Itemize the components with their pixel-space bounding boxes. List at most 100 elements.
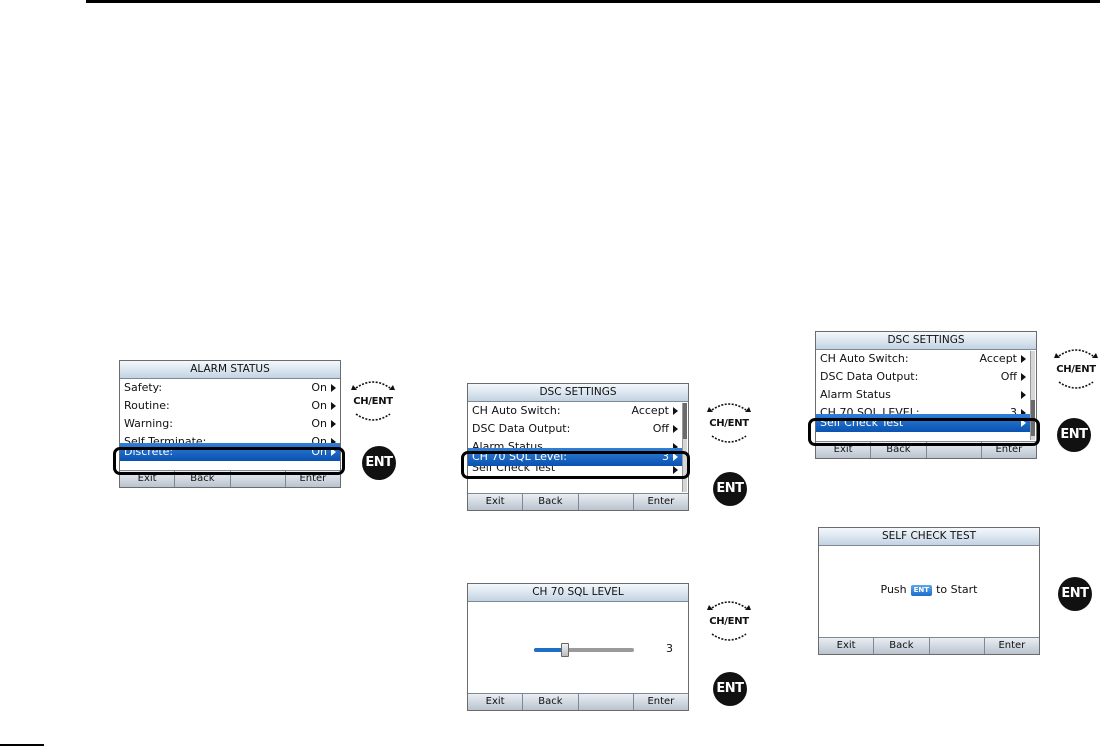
softkey-exit[interactable]: Exit: [836, 640, 856, 651]
menu-row-self-terminate[interactable]: Self Terminate: On: [120, 433, 340, 443]
softkey-enter[interactable]: Enter: [632, 694, 688, 710]
softkey-enter[interactable]: Enter: [632, 494, 688, 510]
dsc-settings-title: DSC SETTINGS: [816, 332, 1036, 350]
softkey-blank[interactable]: [925, 442, 981, 458]
row-value: On: [311, 399, 327, 412]
message-to-start: to Start: [936, 583, 978, 596]
menu-row-routine[interactable]: Routine: On: [120, 397, 340, 415]
arrow-right-icon: [1021, 355, 1026, 363]
menu-row-ch70-sql-level[interactable]: CH 70 SQL LEVEL: 3: [816, 404, 1030, 414]
arrow-right-icon: [331, 448, 336, 456]
menu-row-alarm-status[interactable]: Alarm Status: [816, 386, 1030, 404]
ent-key-icon: ENT: [1057, 418, 1091, 452]
dial-label: CH/ENT: [709, 616, 749, 627]
scrollbar-thumb[interactable]: [683, 403, 687, 439]
menu-row-safety[interactable]: Safety: On: [120, 379, 340, 397]
softkey-enter[interactable]: Enter: [983, 638, 1039, 654]
arrow-right-icon: [673, 466, 678, 474]
arrow-right-icon: [1021, 373, 1026, 381]
dial-label: CH/ENT: [1056, 364, 1096, 375]
slider-thumb[interactable]: [561, 643, 569, 657]
self-check-test-title: SELF CHECK TEST: [819, 528, 1039, 546]
sql-level-value: 3: [666, 642, 673, 655]
softkey-bar: Exit Back Enter: [819, 637, 1039, 654]
softkey-exit[interactable]: Exit: [833, 444, 853, 455]
softkey-exit[interactable]: Exit: [485, 496, 505, 507]
softkey-exit[interactable]: Exit: [137, 473, 157, 484]
bottom-rule: [0, 744, 44, 746]
row-label: Warning:: [124, 417, 173, 430]
row-value: Off: [1000, 370, 1017, 383]
selection-highlight: [113, 447, 345, 475]
ch-ent-dial-icon: CH/ENT: [348, 378, 398, 424]
sql-level-slider[interactable]: [534, 643, 634, 657]
softkey-back[interactable]: Back: [174, 471, 229, 487]
row-label: DSC Data Output:: [820, 370, 919, 383]
top-rule: [86, 0, 1100, 3]
softkey-bar: Exit Back Enter: [468, 693, 688, 710]
row-label: CH Auto Switch:: [472, 404, 561, 417]
menu-row-dsc-data-output[interactable]: DSC Data Output: Off: [468, 420, 682, 438]
menu-row-ch-auto-switch[interactable]: CH Auto Switch: Accept: [816, 350, 1030, 368]
ent-key-icon: ENT: [362, 446, 396, 480]
ent-badge-icon: ENT: [910, 585, 933, 596]
ent-key-icon: ENT: [1058, 577, 1092, 611]
softkey-back[interactable]: Back: [870, 442, 925, 458]
ch-ent-dial-icon: CH/ENT: [704, 598, 754, 644]
row-label: Alarm Status: [820, 388, 891, 401]
row-value: Off: [652, 422, 669, 435]
row-value: 3: [662, 450, 669, 463]
ent-key-icon: ENT: [713, 472, 747, 506]
scrollbar-thumb[interactable]: [1031, 399, 1035, 436]
ch70-sql-level-title: CH 70 SQL LEVEL: [468, 584, 688, 602]
menu-row-ch-auto-switch[interactable]: CH Auto Switch: Accept: [468, 402, 682, 420]
softkey-blank[interactable]: [577, 494, 633, 510]
row-label: Self Check Test: [472, 466, 556, 474]
softkey-blank[interactable]: [577, 694, 633, 710]
dial-label: CH/ENT: [709, 418, 749, 429]
scrollbar[interactable]: [1030, 351, 1035, 440]
menu-row-self-check-test[interactable]: Self Check Test: [468, 466, 682, 476]
ch70-sql-level-screen: CH 70 SQL LEVEL 3 Exit Back Enter: [467, 583, 689, 711]
arrow-right-icon: [331, 384, 336, 392]
dial-arcs: [707, 403, 751, 443]
arrow-right-icon: [1021, 419, 1026, 427]
arrow-right-icon: [673, 407, 678, 415]
softkey-blank[interactable]: [229, 471, 285, 487]
row-value: On: [311, 435, 327, 443]
dial-arcs: [1054, 349, 1098, 389]
selection-highlight: [808, 418, 1040, 446]
alarm-status-title: ALARM STATUS: [120, 361, 340, 379]
row-label: Alarm Status: [472, 440, 543, 448]
dial-label: CH/ENT: [353, 396, 393, 407]
softkey-back[interactable]: Back: [522, 694, 577, 710]
softkey-bar: Exit Back Enter: [468, 493, 688, 510]
scrollbar[interactable]: [682, 403, 687, 492]
softkey-exit[interactable]: Exit: [485, 696, 505, 707]
dial-arcs: [707, 601, 751, 641]
selection-highlight: [461, 451, 690, 479]
ch-ent-dial-icon: CH/ENT: [704, 400, 754, 446]
message-push: Push: [880, 583, 907, 596]
row-value: On: [311, 417, 327, 430]
row-label: Routine:: [124, 399, 170, 412]
menu-row-warning[interactable]: Warning: On: [120, 415, 340, 433]
row-label: Safety:: [124, 381, 163, 394]
arrow-right-icon: [331, 438, 336, 443]
softkey-blank[interactable]: [928, 638, 984, 654]
row-value: 3: [1010, 406, 1017, 414]
menu-row-dsc-data-output[interactable]: DSC Data Output: Off: [816, 368, 1030, 386]
row-value: On: [311, 381, 327, 394]
dsc-settings-screen-a: DSC SETTINGS CH Auto Switch: Accept DSC …: [467, 383, 689, 511]
ch-ent-dial-icon: CH/ENT: [1051, 346, 1100, 392]
softkey-back[interactable]: Back: [873, 638, 928, 654]
softkey-enter[interactable]: Enter: [284, 471, 340, 487]
menu-row-alarm-status[interactable]: Alarm Status: [468, 438, 682, 448]
softkey-enter[interactable]: Enter: [980, 442, 1036, 458]
softkey-back[interactable]: Back: [522, 494, 577, 510]
arrow-right-icon: [673, 443, 678, 448]
arrow-right-icon: [1021, 391, 1026, 399]
arrow-right-icon: [1021, 409, 1026, 414]
